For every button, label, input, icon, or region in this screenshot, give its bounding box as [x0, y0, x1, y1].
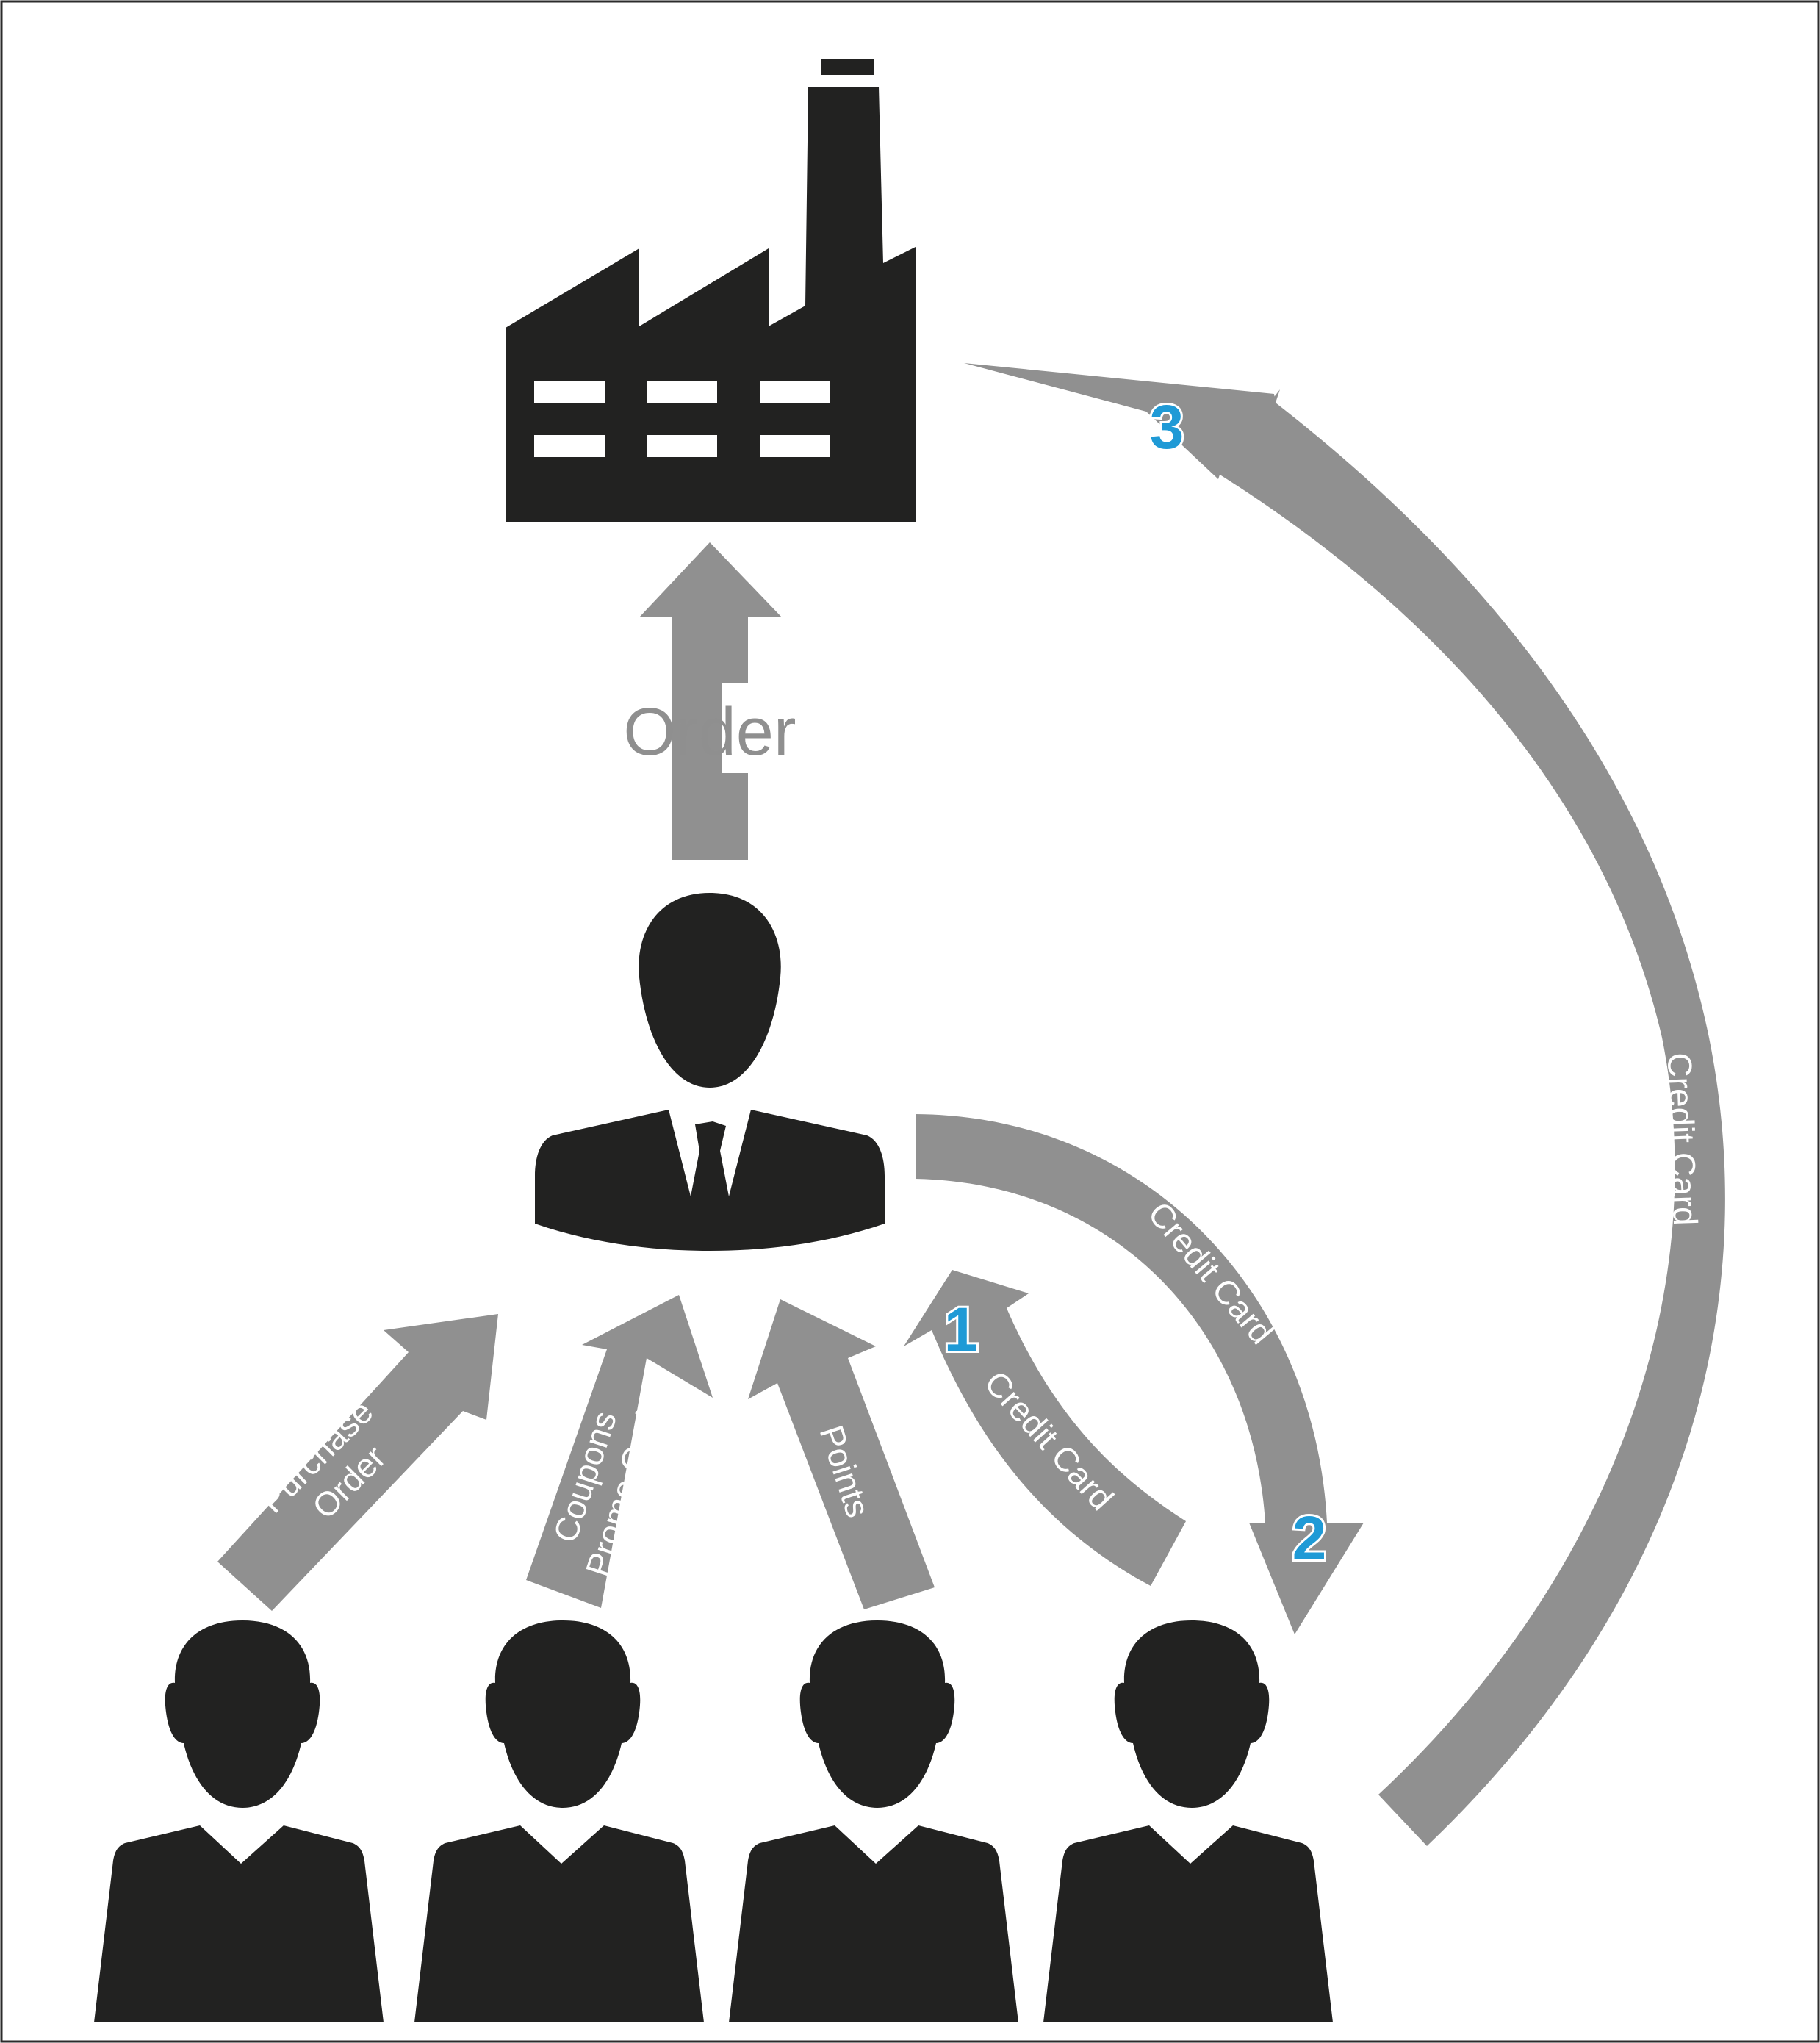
step-number-3: 3 [1150, 392, 1184, 462]
order-label: Order [623, 694, 796, 769]
credit-card-label-3: Credit Card [1661, 1052, 1705, 1227]
order-arrow: Order [623, 542, 796, 860]
customer-person-icon [94, 1620, 384, 2022]
step-number-2: 2 [1292, 1504, 1327, 1573]
businessman-icon [535, 893, 885, 1251]
customers-row [94, 1620, 1333, 2022]
step-number-1: 1 [944, 1295, 979, 1364]
credit-card-arrow-3: Credit Card [964, 363, 1725, 1846]
points-arrow: Points [748, 1299, 935, 1609]
factory-icon [506, 59, 916, 522]
